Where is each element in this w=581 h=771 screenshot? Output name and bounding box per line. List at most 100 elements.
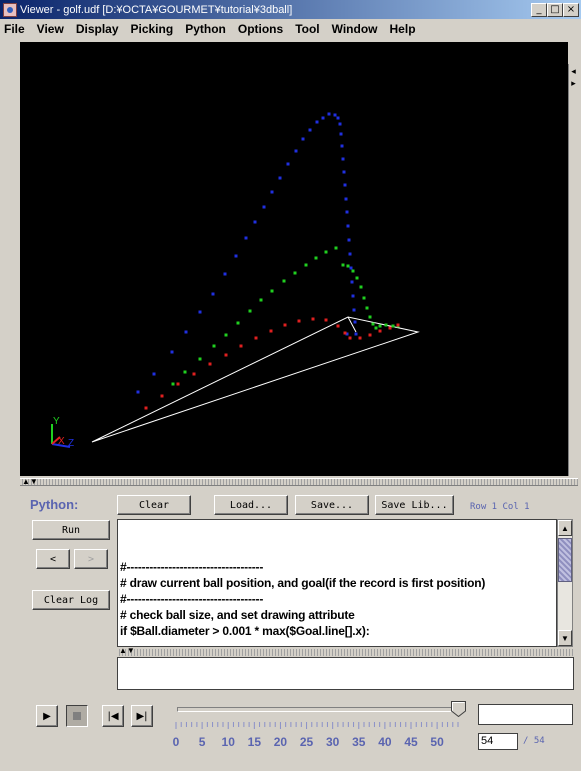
3d-viewport[interactable]: Y X Z [20,42,568,476]
minimize-button[interactable]: _ [531,2,547,17]
menu-file[interactable]: File [4,21,25,36]
python-console[interactable]: #------------------------------------ # … [117,519,557,647]
clear-log-button[interactable]: Clear Log [32,590,110,610]
ball-position-green [259,298,263,302]
goal-edge [347,316,357,333]
save-button[interactable]: Save... [295,495,369,515]
menu-display[interactable]: Display [75,21,119,36]
frame-slider-thumb[interactable] [450,701,466,717]
menu-help[interactable]: Help [389,21,416,36]
menu-python[interactable]: Python [185,21,226,36]
current-frame-input[interactable]: 54 [478,733,518,750]
run-button[interactable]: Run [32,520,110,540]
ball-position-blue [343,183,347,187]
main-splitter[interactable]: ▲▼ [20,478,578,486]
ball-position-blue [336,116,340,120]
frame-field-top[interactable] [478,704,573,725]
scroll-left-icon[interactable]: ◂ [571,66,576,76]
ball-position-green [334,246,338,250]
ball-position-red [283,323,287,327]
close-button[interactable]: × [563,2,579,17]
ball-position-blue [184,330,188,334]
ball-position-blue [308,128,312,132]
first-frame-icon: |◀ [107,710,119,722]
scroll-thumb[interactable] [558,538,572,582]
slider-ticks [175,722,459,729]
goal-plane [91,316,420,443]
ball-position-blue [170,350,174,354]
slider-tick-label: 5 [198,735,206,749]
ball-position-green [314,256,318,260]
slider-tick-label: 45 [404,735,418,749]
row-col-indicator: Row 1 Col 1 [470,502,530,512]
last-frame-button[interactable]: ▶| [131,705,153,727]
ball-position-blue [342,170,346,174]
console-scrollbar[interactable]: ▲ ▼ [557,519,573,647]
menu-window[interactable]: Window [331,21,378,36]
ball-position-red [239,344,243,348]
slider-tick-label: 0 [172,735,180,749]
slider-tick-label: 20 [273,735,288,749]
slider-tick-label: 50 [430,735,444,749]
scene-canvas[interactable]: Y X Z [20,42,568,476]
ball-position-green [374,326,378,330]
scroll-down-icon[interactable]: ▼ [558,630,572,646]
menu-options[interactable]: Options [237,21,284,36]
ball-position-blue [286,162,290,166]
ball-position-green [346,264,350,268]
menu-picking[interactable]: Picking [130,21,174,36]
ball-position-red [343,331,347,335]
ball-position-green [304,263,308,267]
python-label: Python: [30,497,79,512]
ball-position-blue [333,113,337,117]
console-splitter[interactable]: ▲▼ [117,646,574,656]
ball-position-blue [345,332,349,336]
viewport-side-scroll[interactable]: ◂ ▸ [568,64,577,476]
ball-position-red [388,326,392,330]
ball-position-blue [345,210,349,214]
frame-slider-track[interactable] [177,707,459,712]
ball-position-green [378,324,382,328]
ball-position-blue [327,112,331,116]
next-button[interactable]: > [74,549,108,569]
menu-tool[interactable]: Tool [295,21,320,36]
splitter-arrows-icon[interactable]: ▲▼ [22,477,38,486]
slider-tick-label: 15 [247,735,262,749]
stop-icon [73,712,81,720]
ball-position-blue [346,224,350,228]
ball-position-blue [294,149,298,153]
prev-button[interactable]: < [36,549,70,569]
console-line: #------------------------------------ [120,560,264,574]
ball-position-blue [262,205,266,209]
axis-label-x: X [58,436,65,447]
load-button[interactable]: Load... [214,495,288,515]
splitter-arrows-icon[interactable]: ▲▼ [119,646,135,655]
clear-button[interactable]: Clear [117,495,191,515]
ball-position-blue [244,236,248,240]
first-frame-button[interactable]: |◀ [102,705,124,727]
scroll-up-icon[interactable]: ▲ [558,520,572,536]
ball-position-green [198,357,202,361]
ball-position-blue [278,176,282,180]
ball-position-green [391,324,395,328]
ball-position-blue [340,144,344,148]
ball-position-blue [349,266,353,270]
ball-position-green [351,269,355,273]
python-input[interactable] [117,657,574,690]
ball-position-green [282,279,286,283]
ball-position-blue [339,132,343,136]
ball-position-green [236,321,240,325]
menu-view[interactable]: View [36,21,64,36]
scroll-right-icon[interactable]: ▸ [571,78,576,88]
ball-position-red [378,329,382,333]
save-lib-button[interactable]: Save Lib... [375,495,454,515]
title-bar[interactable]: Viewer - golf.udf [D:¥OCTA¥GOURMET¥tutor… [0,0,581,19]
slider-tick-label: 30 [325,735,340,749]
maximize-button[interactable]: □ [547,2,563,17]
play-icon: ▶ [43,710,51,722]
stop-button[interactable] [66,705,88,727]
window-title: Viewer - golf.udf [D:¥OCTA¥GOURMET¥tutor… [20,3,293,16]
play-button[interactable]: ▶ [36,705,58,727]
axis-label-y: Y [53,416,60,427]
